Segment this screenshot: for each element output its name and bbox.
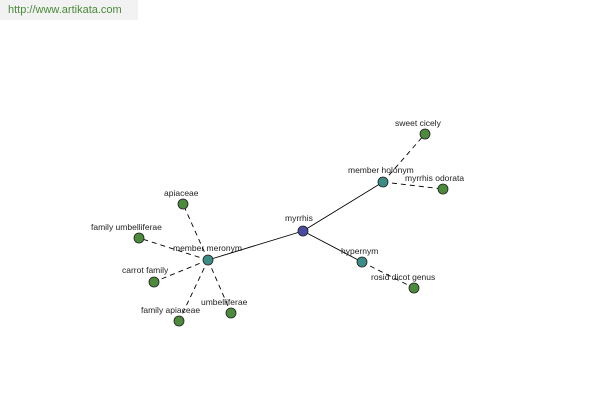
node-label-apiaceae: apiaceae: [164, 188, 199, 198]
node-label-carrot-family: carrot family: [122, 265, 169, 275]
edge-member-meronym-to-umbelliferae: [207, 259, 232, 314]
node-label-family-apiaceae: family apiaceae: [141, 305, 200, 315]
node-family-apiaceae[interactable]: [173, 315, 185, 327]
edge-member-meronym-to-family-umbelliferae: [138, 237, 209, 261]
node-label-umbelliferae: umbelliferae: [201, 297, 248, 307]
node-label-hypernym: hypernym: [341, 246, 378, 256]
labels-layer: myrrhis member holonym hypernym member mero…: [91, 118, 464, 315]
node-label-member-holonym: member holonym: [348, 165, 414, 175]
edge-member-meronym-to-family-apiaceae: [178, 259, 209, 322]
node-rosid-dicot-genus[interactable]: [408, 282, 420, 294]
node-label-sweet-cicely: sweet cicely: [395, 118, 442, 128]
edge-myrrhis-to-member-meronym: [207, 230, 304, 261]
node-umbelliferae[interactable]: [225, 307, 237, 319]
edge-myrrhis-to-hypernym: [302, 230, 363, 263]
node-label-rosid-dicot-genus: rosid dicot genus: [371, 272, 435, 282]
node-myrrhis[interactable]: [297, 225, 309, 237]
node-label-member-meronym: member meronym: [173, 243, 242, 253]
node-carrot-family[interactable]: [148, 276, 160, 288]
edge-myrrhis-to-member-holonym: [302, 181, 384, 232]
edges-layer: [138, 133, 444, 322]
nodes-layer: [133, 128, 449, 327]
node-label-myrrhis-odorata: myrrhis odorata: [405, 173, 464, 183]
node-hypernym[interactable]: [356, 256, 368, 268]
edge-member-meronym-to-apiaceae: [182, 203, 209, 261]
edge-hypernym-to-rosid-dicot-genus: [361, 261, 415, 289]
node-label-myrrhis: myrrhis: [285, 213, 313, 223]
node-apiaceae[interactable]: [177, 198, 189, 210]
edge-member-meronym-to-carrot-family: [153, 259, 209, 283]
node-member-holonym[interactable]: [377, 176, 389, 188]
site-url-link[interactable]: http://www.artikata.com: [0, 0, 138, 20]
node-member-meronym[interactable]: [202, 254, 214, 266]
node-myrrhis-odorata[interactable]: [437, 183, 449, 195]
edge-member-holonym-to-sweet-cicely: [382, 133, 426, 183]
node-label-family-umbelliferae: family umbelliferae: [91, 222, 162, 232]
node-sweet-cicely[interactable]: [419, 128, 431, 140]
edge-member-holonym-to-myrrhis-odorata: [382, 181, 444, 190]
node-family-umbelliferae[interactable]: [133, 232, 145, 244]
